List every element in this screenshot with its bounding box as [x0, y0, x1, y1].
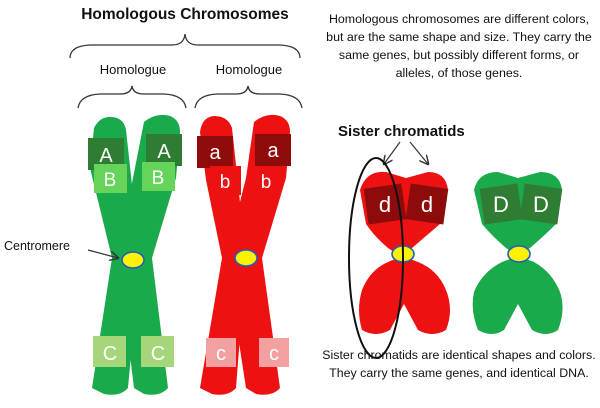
svg-text:B: B: [152, 168, 165, 189]
red-centromere: [234, 249, 258, 267]
svg-text:c: c: [269, 343, 279, 365]
green-band-middle-right: B: [142, 162, 175, 191]
svg-text:D: D: [533, 192, 549, 217]
centromere-label: Centromere: [4, 239, 70, 253]
svg-text:d: d: [379, 192, 391, 217]
green-band-top-right: A: [146, 134, 182, 166]
green-sister-band-right: D: [519, 183, 563, 225]
svg-text:B: B: [104, 170, 117, 191]
homologue-label-right: Homologue: [215, 62, 283, 77]
svg-text:A: A: [157, 141, 171, 163]
svg-text:b: b: [261, 172, 272, 193]
svg-text:C: C: [103, 343, 117, 365]
green-chromosome: A B A B C C: [88, 114, 182, 395]
green-sister-band-left: D: [479, 183, 523, 225]
red-chromosome: a b a b c c: [197, 114, 291, 395]
svg-text:d: d: [421, 192, 433, 217]
sister-chromatids-title: Sister chromatids: [338, 123, 465, 140]
red-band-top-left: a: [197, 136, 233, 168]
red-sister-chromatids: d d: [359, 171, 450, 334]
green-band-bottom-left: C: [93, 336, 126, 367]
brace-homologue-right: [194, 85, 303, 109]
sister-arrow-left: [384, 141, 401, 164]
red-band-middle-right: b: [250, 166, 281, 195]
red-sister-bottom: [359, 256, 450, 334]
green-band-middle-left: B: [94, 164, 127, 193]
svg-text:a: a: [267, 140, 279, 162]
brace-homologue-left: [77, 85, 187, 109]
svg-text:D: D: [493, 192, 509, 217]
centromere-arrow: [87, 249, 118, 258]
svg-text:a: a: [209, 142, 221, 164]
red-sister-band-left: d: [363, 183, 407, 225]
red-band-bottom-left: c: [206, 338, 236, 367]
svg-text:c: c: [216, 343, 226, 365]
green-band-bottom-right: C: [141, 336, 174, 367]
green-sister-bottom: [472, 256, 563, 334]
green-sister-centromere: [507, 245, 531, 263]
svg-text:C: C: [151, 343, 165, 365]
homologous-description: Homologous chromosomes are different col…: [326, 12, 592, 80]
green-centromere: [121, 251, 145, 269]
sister-highlight-ellipse: [348, 157, 404, 359]
svg-text:A: A: [99, 145, 113, 167]
page-title: Homologous Chromosomes: [81, 6, 289, 23]
red-band-top-right: a: [255, 134, 291, 166]
red-sister-band-right: d: [405, 183, 449, 225]
homologue-label-left: Homologue: [99, 62, 167, 77]
sister-chromatids-description: Sister chromatids are identical shapes a…: [322, 348, 596, 380]
red-band-bottom-right: c: [259, 338, 289, 367]
brace-homologous-pair: [69, 33, 301, 59]
svg-text:b: b: [220, 172, 231, 193]
sister-arrow-right: [409, 141, 428, 164]
green-sister-chromatids: D D: [472, 172, 563, 334]
red-band-middle-left: b: [210, 166, 241, 195]
